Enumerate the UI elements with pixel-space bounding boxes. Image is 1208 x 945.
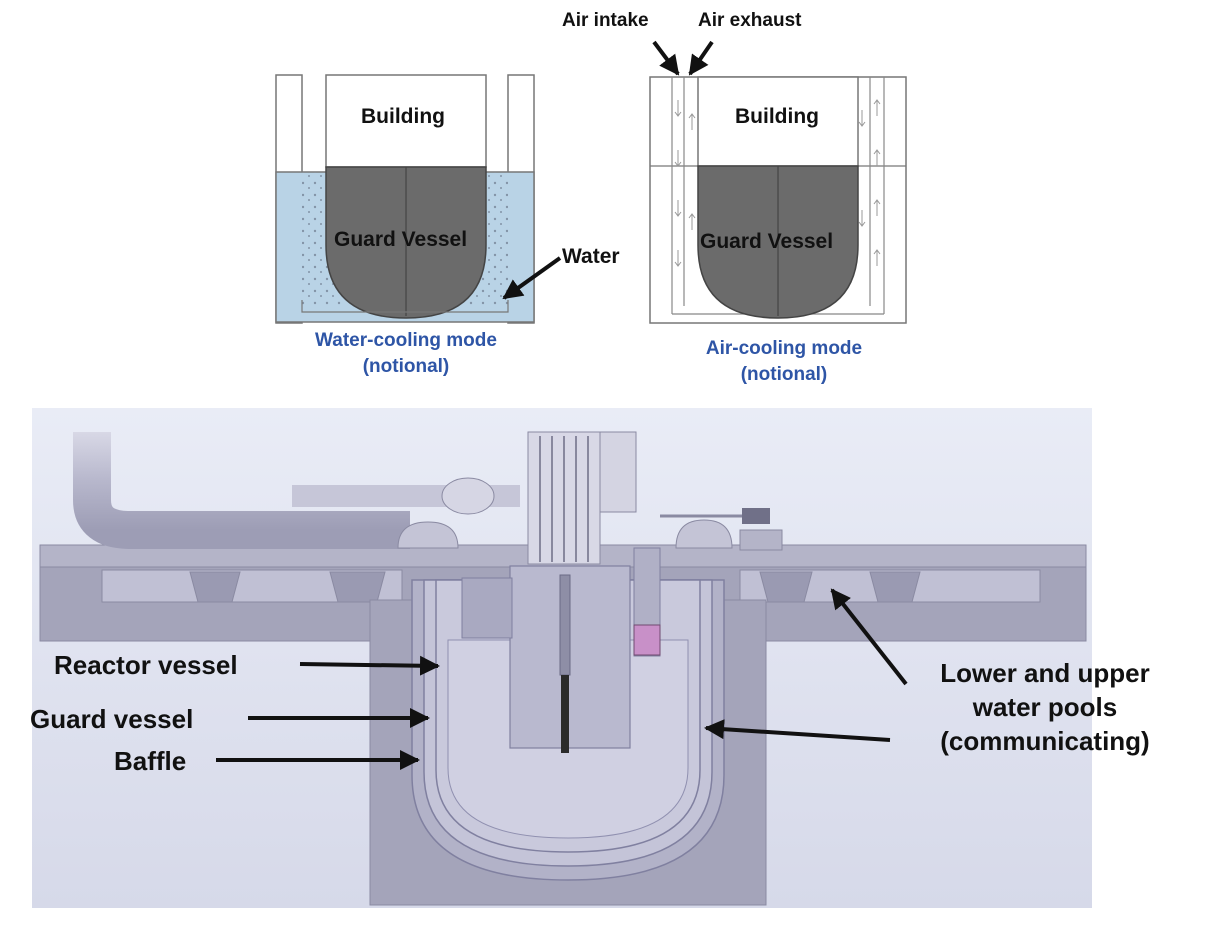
pools-arrow-upper <box>830 588 908 686</box>
main-pipe <box>73 432 410 549</box>
water-label: Water <box>562 245 620 268</box>
air-intake-label: Air intake <box>562 10 649 31</box>
building-box <box>325 74 487 168</box>
baffle-label: Baffle <box>114 746 187 776</box>
air-cooling-caption-line2: (notional) <box>740 364 828 385</box>
pools-label-line2: water pools <box>972 692 1118 722</box>
reactor-vessel-arrow <box>299 655 440 676</box>
reactor-cross-section <box>32 408 1092 908</box>
water-cooling-caption-line2: (notional) <box>362 356 450 377</box>
building-label-water: Building <box>361 105 445 128</box>
guard-vessel-label-air: Guard Vessel <box>700 230 834 253</box>
air-cooling-caption: Air-cooling mode (notional) <box>660 336 908 388</box>
pools-label: Lower and upper water pools (communicati… <box>900 656 1190 758</box>
water-cooling-diagram <box>275 74 562 324</box>
building-box-air <box>697 76 859 167</box>
building-label-air: Building <box>735 105 819 128</box>
air-intake-arrow <box>652 40 680 76</box>
reactor-vessel-label: Reactor vessel <box>54 650 238 680</box>
air-cooling-caption-line1: Air-cooling mode <box>705 338 863 359</box>
pools-label-line1: Lower and upper <box>940 658 1150 688</box>
water-cooling-caption-line1: Water-cooling mode <box>315 330 497 351</box>
air-exhaust-label: Air exhaust <box>698 10 802 31</box>
water-cooling-caption: Water-cooling mode (notional) <box>270 328 542 380</box>
pools-arrow-lower <box>704 719 891 742</box>
guard-vessel-label: Guard vessel <box>30 704 194 734</box>
air-exhaust-arrow <box>688 40 714 76</box>
air-cooling-diagram <box>649 40 907 324</box>
pools-label-line3: (communicating) <box>940 726 1150 756</box>
guard-vessel-label-water: Guard Vessel <box>334 228 468 251</box>
control-rod <box>561 675 569 753</box>
air-flow-arrows <box>674 99 881 267</box>
water-arrow <box>502 256 562 300</box>
